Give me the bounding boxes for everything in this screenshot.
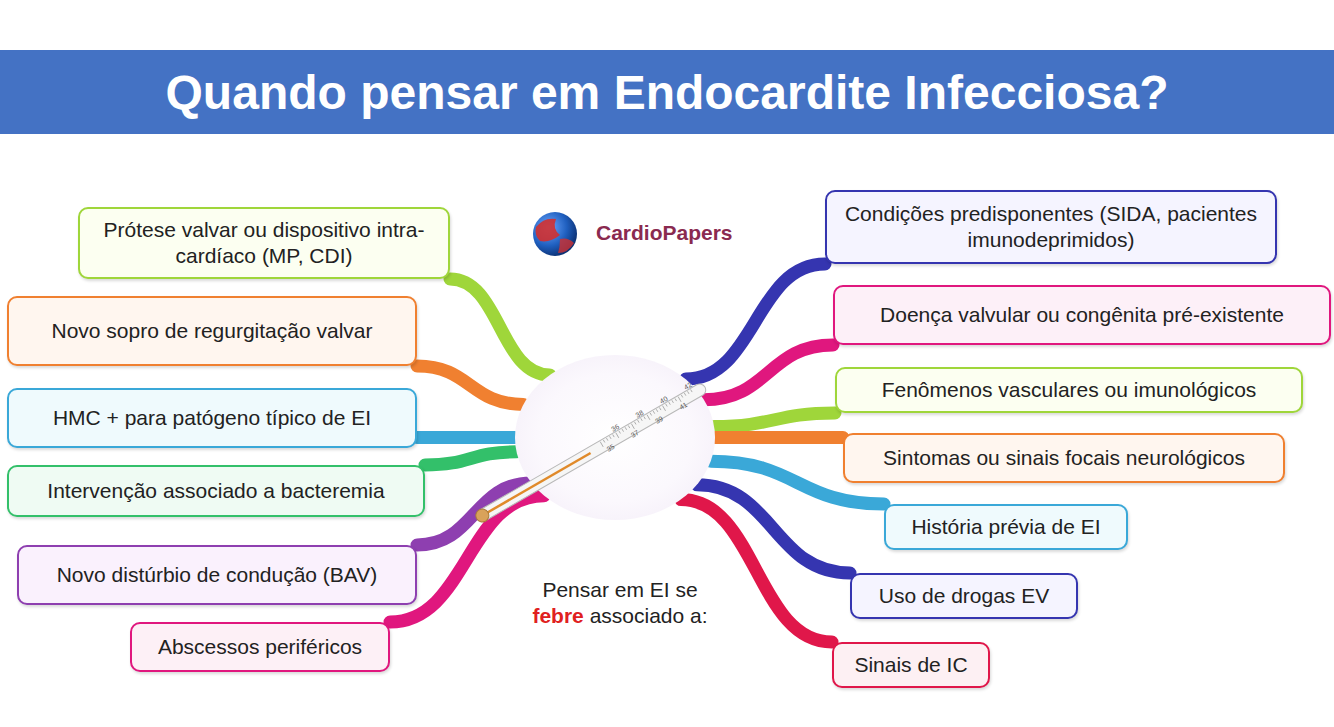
- branch-connector: [425, 452, 517, 465]
- branch-connector: [697, 485, 850, 573]
- branch-connector: [417, 431, 515, 444]
- branch-connector: [714, 413, 835, 427]
- title-text: Quando pensar em Endocardite Infecciosa?: [166, 65, 1169, 120]
- center-text: Pensar em EI se: [542, 578, 697, 601]
- topic-box: Doença valvular ou congênita pré-existen…: [833, 285, 1331, 345]
- branch-connector: [450, 279, 550, 375]
- center-text: febre: [532, 604, 583, 627]
- center-circle: 3638404235373941Pensar em EI sefebre ass…: [515, 355, 715, 520]
- topic-box: Fenômenos vasculares ou imunológicos: [835, 367, 1303, 413]
- topic-text: Novo sopro de regurgitação valvar: [51, 318, 372, 344]
- topic-text: Prótese valvar ou dispositivo intra-card…: [94, 217, 434, 270]
- branch-connector: [704, 345, 833, 400]
- topic-text: Fenômenos vasculares ou imunológicos: [882, 377, 1257, 403]
- topic-text: Uso de drogas EV: [879, 583, 1049, 609]
- branch-connector: [715, 431, 843, 444]
- topic-text: Sintomas ou sinais focais neurológicos: [883, 445, 1245, 471]
- topic-text: Doença valvular ou congênita pré-existen…: [880, 302, 1284, 328]
- logo: CardioPapers: [530, 207, 750, 259]
- topic-box: HMC + para patógeno típico de EI: [7, 388, 417, 448]
- topic-box: Sinais de IC: [832, 642, 990, 688]
- branch-connector: [686, 264, 825, 379]
- topic-box: Condições predisponentes (SIDA, paciente…: [825, 190, 1277, 264]
- topic-box: Prótese valvar ou dispositivo intra-card…: [78, 207, 450, 279]
- topic-box: Intervenção associado a bacteremia: [7, 465, 425, 517]
- title-band: Quando pensar em Endocardite Infecciosa?: [0, 50, 1334, 134]
- topic-text: Intervenção associado a bacteremia: [47, 478, 384, 504]
- topic-text: História prévia de EI: [911, 514, 1100, 540]
- topic-text: Condições predisponentes (SIDA, paciente…: [841, 201, 1261, 254]
- logo-globe: [530, 209, 580, 259]
- topic-text: Sinais de IC: [854, 652, 967, 678]
- topic-box: Novo distúrbio de condução (BAV): [17, 545, 417, 605]
- center-caption: Pensar em EI se febre associado a:: [505, 577, 735, 630]
- thermometer: [455, 355, 755, 575]
- topic-box: Novo sopro de regurgitação valvar: [7, 296, 417, 366]
- topic-text: Novo distúrbio de condução (BAV): [57, 562, 378, 588]
- topic-text: Abscessos periféricos: [158, 634, 362, 660]
- topic-box: Abscessos periféricos: [130, 622, 390, 672]
- logo-text: CardioPapers: [596, 221, 733, 244]
- topic-text: HMC + para patógeno típico de EI: [53, 405, 371, 431]
- topic-box: História prévia de EI: [884, 504, 1128, 550]
- center-text: associado a:: [590, 604, 708, 627]
- topic-box: Sintomas ou sinais focais neurológicos: [843, 433, 1285, 483]
- topic-box: Uso de drogas EV: [850, 573, 1078, 619]
- branch-connector: [417, 366, 523, 404]
